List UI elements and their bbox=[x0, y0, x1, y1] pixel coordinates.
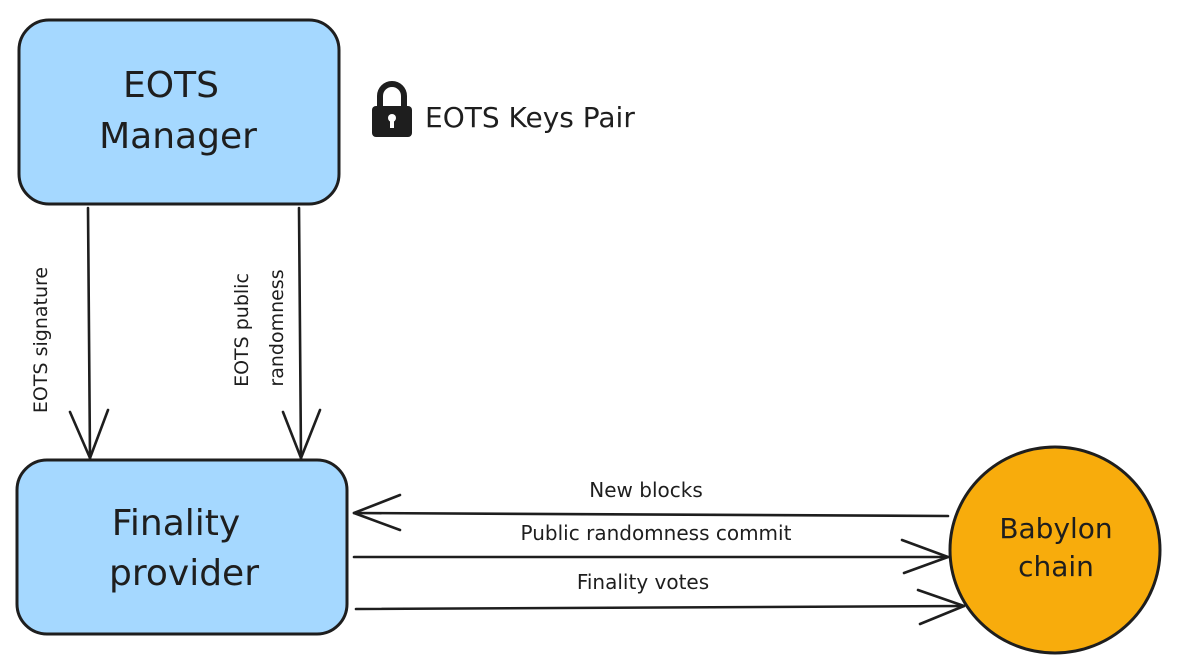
finality-votes-label: Finality votes bbox=[577, 570, 709, 594]
finality-votes-arrow: Finality votes bbox=[354, 570, 966, 626]
public-randomness-commit-label: Public randomness commit bbox=[521, 521, 792, 545]
eots-keys-pair-label: EOTS Keys Pair bbox=[425, 101, 635, 134]
eots-public-randomness-label-line1: EOTS public bbox=[231, 273, 253, 387]
babylon-chain-label-line1: Babylon bbox=[999, 512, 1112, 545]
eots-keys-pair: EOTS Keys Pair bbox=[372, 81, 635, 137]
eots-manager-box bbox=[17, 18, 341, 206]
finality-provider-box bbox=[15, 458, 349, 636]
finality-provider-label-line2: provider bbox=[109, 553, 259, 594]
public-randomness-commit-arrow: Public randomness commit bbox=[352, 521, 950, 575]
eots-public-randomness-arrow: EOTS public randomness bbox=[231, 206, 322, 460]
new-blocks-label: New blocks bbox=[589, 478, 702, 502]
finality-provider-label-line1: Finality bbox=[112, 503, 240, 544]
babylon-chain-label-line2: chain bbox=[1018, 550, 1094, 583]
eots-manager-label-line1: EOTS bbox=[123, 65, 219, 106]
eots-public-randomness-label-line2: randomness bbox=[266, 269, 288, 386]
lock-icon bbox=[372, 81, 412, 137]
eots-signature-arrow: EOTS signature bbox=[30, 206, 110, 460]
eots-signature-label: EOTS signature bbox=[30, 267, 52, 413]
eots-manager-label-line2: Manager bbox=[99, 116, 257, 157]
babylon-chain-node: Babylon chain bbox=[948, 445, 1162, 655]
eots-manager-node: EOTS Manager bbox=[17, 18, 341, 206]
new-blocks-arrow: New blocks bbox=[352, 478, 950, 532]
finality-provider-node: Finality provider bbox=[15, 458, 349, 636]
babylon-chain-circle bbox=[948, 445, 1162, 655]
